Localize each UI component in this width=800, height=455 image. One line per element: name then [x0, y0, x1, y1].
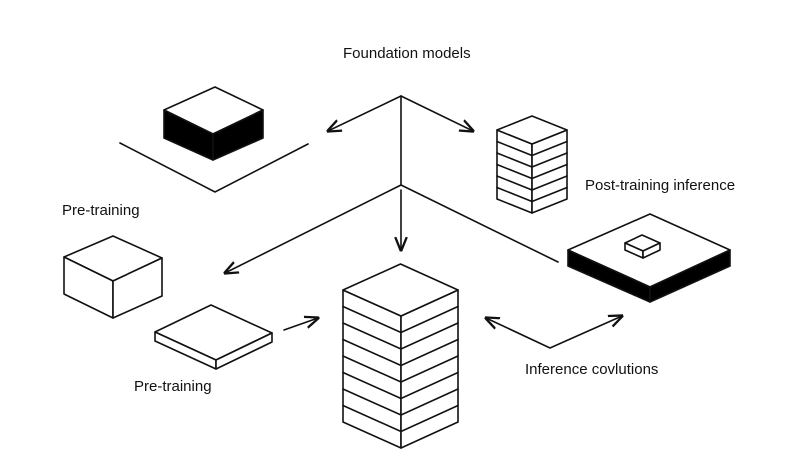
label-post-training: Post-training inference — [585, 177, 736, 194]
label-pretraining-top: Pre-training — [62, 202, 140, 219]
thin-stack-layer-line — [496, 186, 568, 203]
label-inference: Inference covlutions — [525, 361, 659, 378]
base-plane-lines — [119, 142, 309, 193]
arrow-to-slab — [328, 95, 402, 131]
tall-stack-layer-line — [342, 388, 459, 416]
cube-right — [112, 257, 163, 319]
pretraining-cube — [63, 235, 163, 319]
flat-plate-block — [154, 304, 273, 370]
tall-stack-layer-line — [342, 305, 459, 334]
slab-right-face — [212, 109, 264, 161]
chip-right — [642, 242, 661, 259]
arrow-plate-to-stack — [283, 318, 318, 331]
double-arrow-inference — [486, 316, 622, 349]
tall-stack-layer-line — [342, 404, 459, 433]
label-foundation-models: Foundation models — [343, 45, 471, 62]
line-to-platform — [400, 184, 559, 263]
arrow-to-pretraining — [225, 184, 402, 273]
plate-right — [215, 332, 273, 370]
tall-stack-layer-line — [342, 371, 459, 400]
thin-stack-top-face — [496, 115, 568, 145]
thin-stack-layer-line — [496, 175, 568, 191]
thin-stack-layer-line — [496, 152, 568, 168]
platform-right-edge — [649, 249, 731, 303]
dark-slab-block — [119, 86, 309, 193]
arrow-to-thin-stack — [400, 95, 473, 131]
plate-top — [154, 304, 273, 361]
thin-stack-layer-line — [496, 140, 568, 157]
thin-stacked-block — [496, 115, 568, 214]
tall-stack-top-face — [342, 263, 459, 317]
thin-stack-layer-line — [496, 163, 568, 180]
tall-stack-layer-line — [342, 322, 459, 350]
tall-stack-layer-line — [342, 355, 459, 383]
label-pretraining-bottom: Pre-training — [134, 378, 212, 395]
tall-stack-layer-line — [342, 338, 459, 367]
platform-block — [567, 213, 731, 303]
tall-stacked-block — [342, 263, 459, 449]
